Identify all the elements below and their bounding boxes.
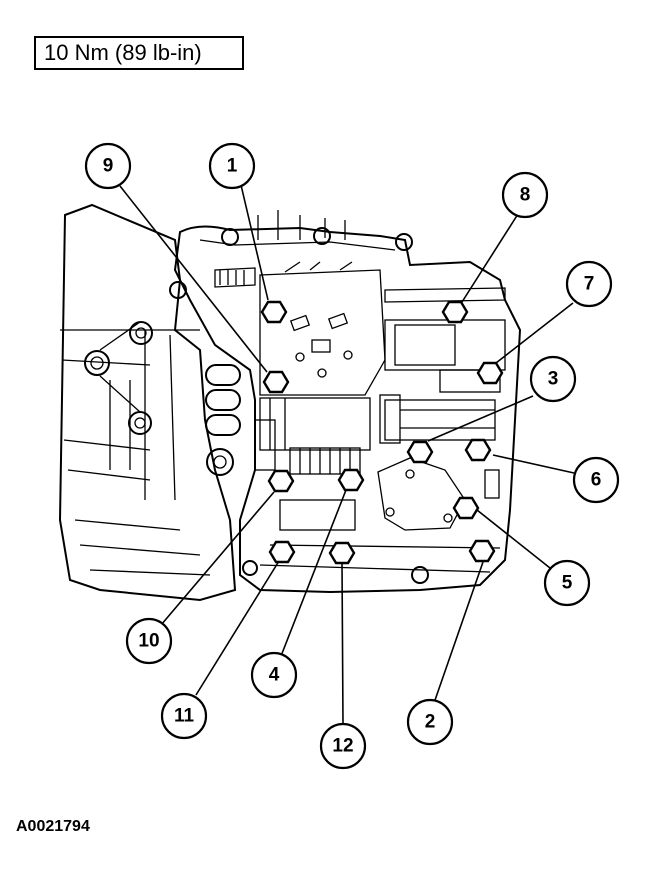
bolt-11 [268, 540, 296, 564]
svg-text:11: 11 [174, 706, 195, 727]
figure-id: A0021794 [16, 818, 90, 835]
bolt-3 [406, 440, 434, 464]
svg-text:9: 9 [103, 156, 114, 177]
svg-text:8: 8 [520, 185, 531, 206]
leader-lines [119, 184, 575, 725]
svg-text:1: 1 [227, 156, 238, 177]
svg-text:4: 4 [269, 665, 280, 686]
transmission-case [58, 203, 241, 602]
svg-text:7: 7 [584, 274, 595, 295]
callout-2: 2 [406, 698, 454, 746]
callout-8: 8 [501, 171, 549, 219]
callout-10: 10 [125, 617, 173, 665]
bolt-12 [328, 541, 356, 565]
bolt-2 [468, 539, 496, 563]
svg-text:2: 2 [425, 712, 436, 733]
svg-text:5: 5 [562, 573, 573, 594]
bolt-9 [262, 370, 290, 394]
bolts [260, 300, 504, 565]
callout-3: 3 [529, 355, 577, 403]
bolt-1 [260, 300, 288, 324]
bolt-4 [337, 468, 365, 492]
callout-6: 6 [572, 456, 620, 504]
callouts: 9 1 8 7 3 6 5 10 [84, 142, 620, 770]
bolt-8 [441, 300, 469, 324]
callout-12: 12 [319, 722, 367, 770]
torque-spec-label: 10 Nm (89 lb-in) [34, 36, 244, 70]
bolt-5 [452, 496, 480, 520]
callout-1: 1 [208, 142, 256, 190]
callout-7: 7 [565, 260, 613, 308]
bolt-6 [464, 438, 492, 462]
callout-9: 9 [84, 142, 132, 190]
bolt-10 [267, 469, 295, 493]
callout-5: 5 [543, 559, 591, 607]
callout-11: 11 [160, 692, 208, 740]
svg-text:10: 10 [138, 631, 159, 652]
svg-text:6: 6 [591, 470, 602, 491]
svg-text:3: 3 [548, 369, 559, 390]
valve-body [169, 210, 522, 594]
callout-4: 4 [250, 651, 298, 699]
bolt-7 [476, 361, 504, 385]
svg-text:12: 12 [332, 736, 353, 757]
